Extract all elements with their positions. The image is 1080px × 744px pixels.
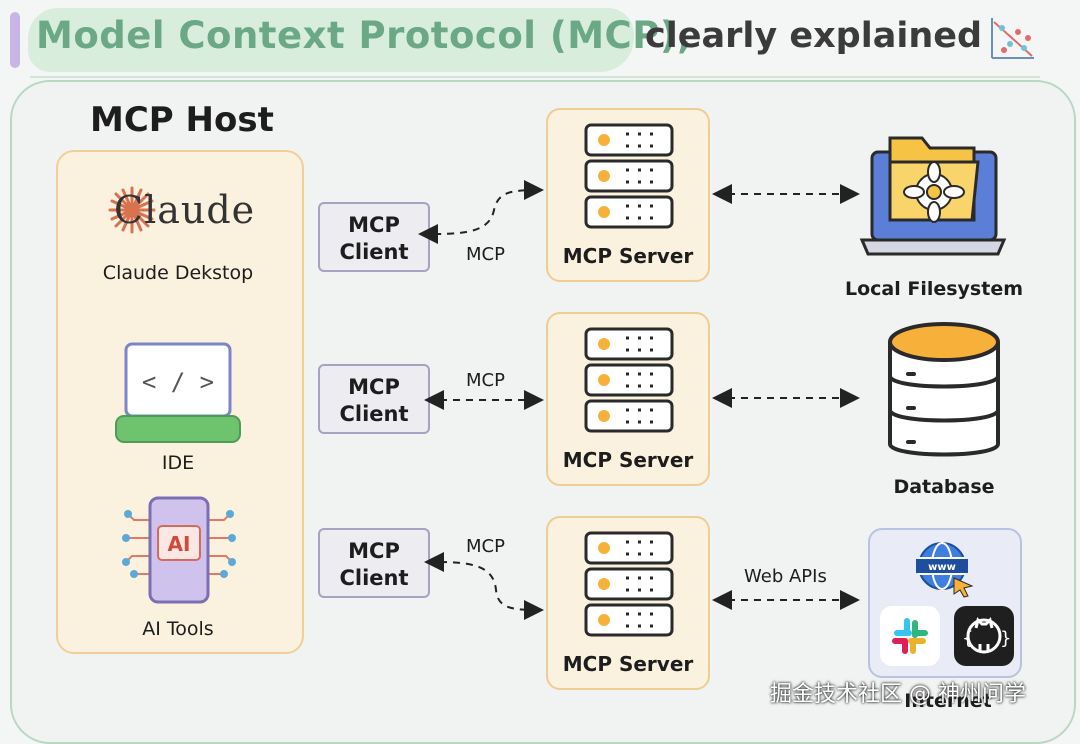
watermark-text: 掘金技术社区 @ 神州问学: [770, 682, 1026, 707]
protocol-label-1: MCP: [466, 244, 505, 265]
host-title: MCP Host: [90, 100, 274, 140]
claude-logo: Claude: [104, 182, 264, 238]
resource-label-database: Database: [893, 476, 995, 498]
chart-doodle-icon: [991, 18, 1034, 59]
server-label: MCP Server: [562, 244, 694, 268]
server-rack-icon: [584, 531, 674, 637]
client-label-line2: Client: [339, 402, 409, 426]
svg-text:< / >: < / >: [142, 368, 214, 396]
svg-text:{: {: [962, 628, 973, 649]
mcp-client-2: MCP Client: [318, 364, 430, 434]
resource-label-internet: Internet: [904, 690, 992, 712]
server-label: MCP Server: [562, 652, 694, 676]
client-label-line2: Client: [339, 240, 409, 264]
server-label: MCP Server: [562, 448, 694, 472]
title-divider: [30, 76, 1040, 78]
svg-text:www: www: [928, 562, 956, 573]
internet-container: www {}: [868, 528, 1022, 678]
app-label-ai-tools: AI Tools: [142, 618, 214, 640]
ai-phone-icon: AI: [122, 496, 236, 604]
client-label-line1: MCP: [348, 375, 400, 399]
client-label-line1: MCP: [348, 539, 400, 563]
page-subtitle: clearly explained: [645, 16, 983, 56]
mcp-server-1: MCP Server: [546, 108, 710, 282]
resource-label-filesystem: Local Filesystem: [844, 278, 1024, 300]
code-laptop-icon: < / >: [115, 342, 241, 443]
title-accent-bar: [10, 12, 20, 68]
server-rack-icon: [584, 123, 674, 229]
arrow-client1-server1: [418, 180, 544, 244]
title-highlight: [28, 8, 634, 72]
app-label-claude: Claude Dekstop: [102, 262, 254, 284]
github-icon: {}: [954, 606, 1014, 666]
edge-label-web-apis: Web APIs: [744, 566, 827, 587]
folder-laptop-icon: [859, 136, 1007, 256]
server-rack-icon: [584, 327, 674, 433]
database-icon: [888, 322, 1000, 457]
ai-badge-text: AI: [168, 532, 191, 556]
mcp-server-3: MCP Server: [546, 516, 710, 690]
client-label-line1: MCP: [348, 213, 400, 237]
slack-icon: [880, 606, 940, 666]
svg-text:}: }: [1000, 628, 1011, 649]
arrow-client3-server3: [424, 552, 544, 620]
page-title: Model Context Protocol (MCP),: [36, 14, 692, 57]
globe-icon: www: [916, 542, 974, 598]
protocol-label-3: MCP: [466, 536, 505, 557]
connector-arrows: [418, 180, 860, 620]
protocol-label-2: MCP: [466, 370, 505, 391]
claude-burst-icon: [108, 186, 156, 234]
mcp-server-2: MCP Server: [546, 312, 710, 486]
mcp-client-3: MCP Client: [318, 528, 430, 598]
app-label-ide: IDE: [161, 452, 195, 474]
client-label-line2: Client: [339, 566, 409, 590]
claude-wordmark: Claude: [114, 188, 256, 232]
